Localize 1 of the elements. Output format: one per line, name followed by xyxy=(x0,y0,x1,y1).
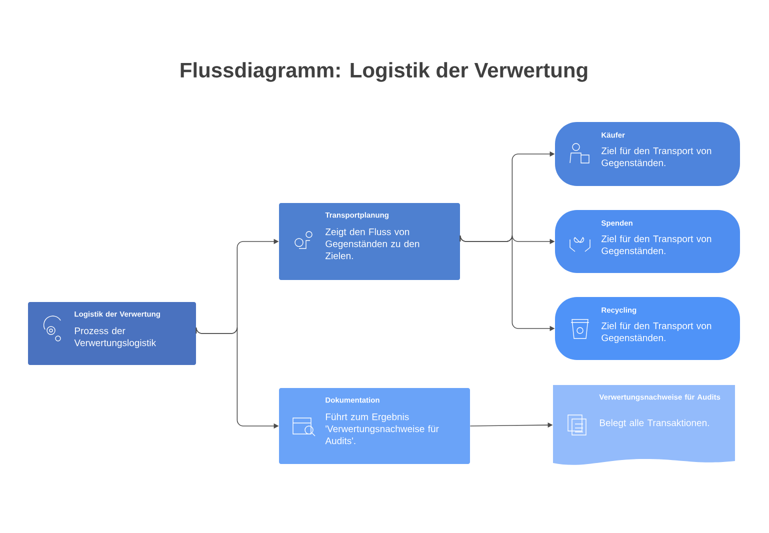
title: Flussdiagramm: Logistik der Verwertung xyxy=(180,62,588,82)
